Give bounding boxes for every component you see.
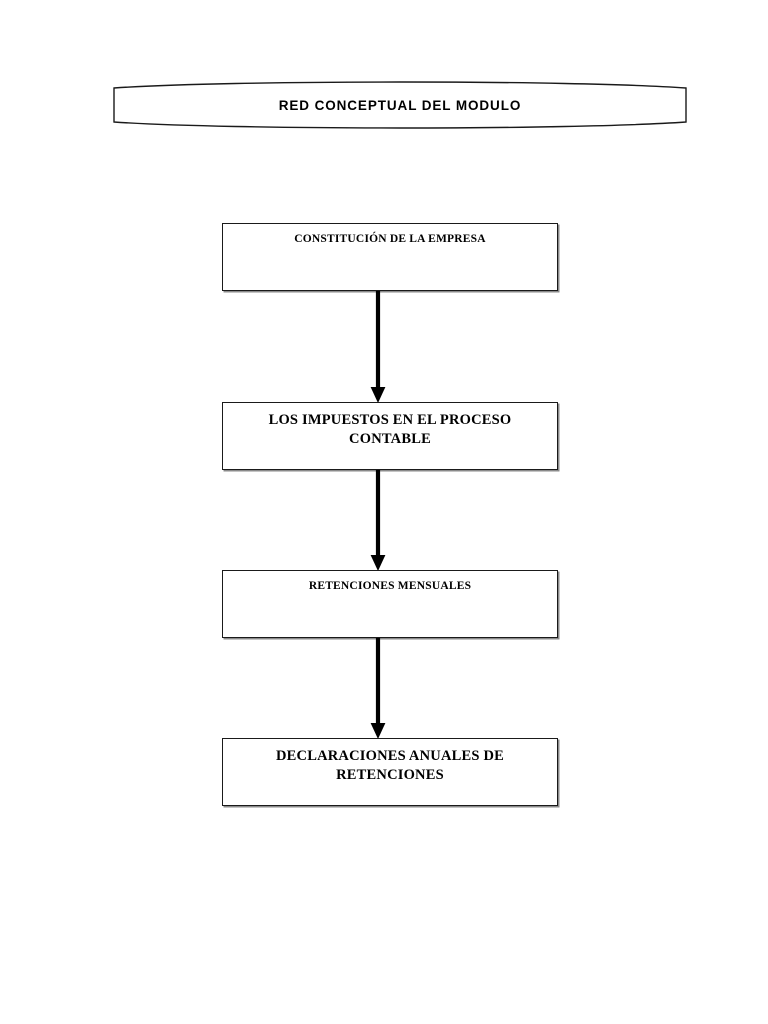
down-arrow-icon xyxy=(370,470,386,571)
title-banner-shape xyxy=(113,81,687,129)
connector-arrow-3 xyxy=(369,638,387,739)
flow-node-label: DECLARACIONES ANUALES DE RETENCIONES xyxy=(276,748,504,783)
flow-node-retenciones-mensuales[interactable]: RETENCIONES MENSUALES xyxy=(222,570,558,638)
title-banner: RED CONCEPTUAL DEL MODULO xyxy=(108,78,692,132)
down-arrow-icon xyxy=(370,638,386,739)
flow-node-constitucion[interactable]: CONSTITUCIÓN DE LA EMPRESA xyxy=(222,223,558,291)
page-title: RED CONCEPTUAL DEL MODULO xyxy=(278,97,522,113)
connector-arrow-1 xyxy=(369,291,387,403)
connector-arrow-2 xyxy=(369,470,387,571)
down-arrow-icon xyxy=(370,291,386,403)
flow-node-label: RETENCIONES MENSUALES xyxy=(308,580,472,592)
flow-node-impuestos[interactable]: LOS IMPUESTOS EN EL PROCESO CONTABLE xyxy=(222,402,558,470)
flow-node-label: LOS IMPUESTOS EN EL PROCESO CONTABLE xyxy=(268,412,512,447)
flow-node-declaraciones-anuales[interactable]: DECLARACIONES ANUALES DE RETENCIONES xyxy=(222,738,558,806)
flow-node-label: CONSTITUCIÓN DE LA EMPRESA xyxy=(294,233,486,245)
